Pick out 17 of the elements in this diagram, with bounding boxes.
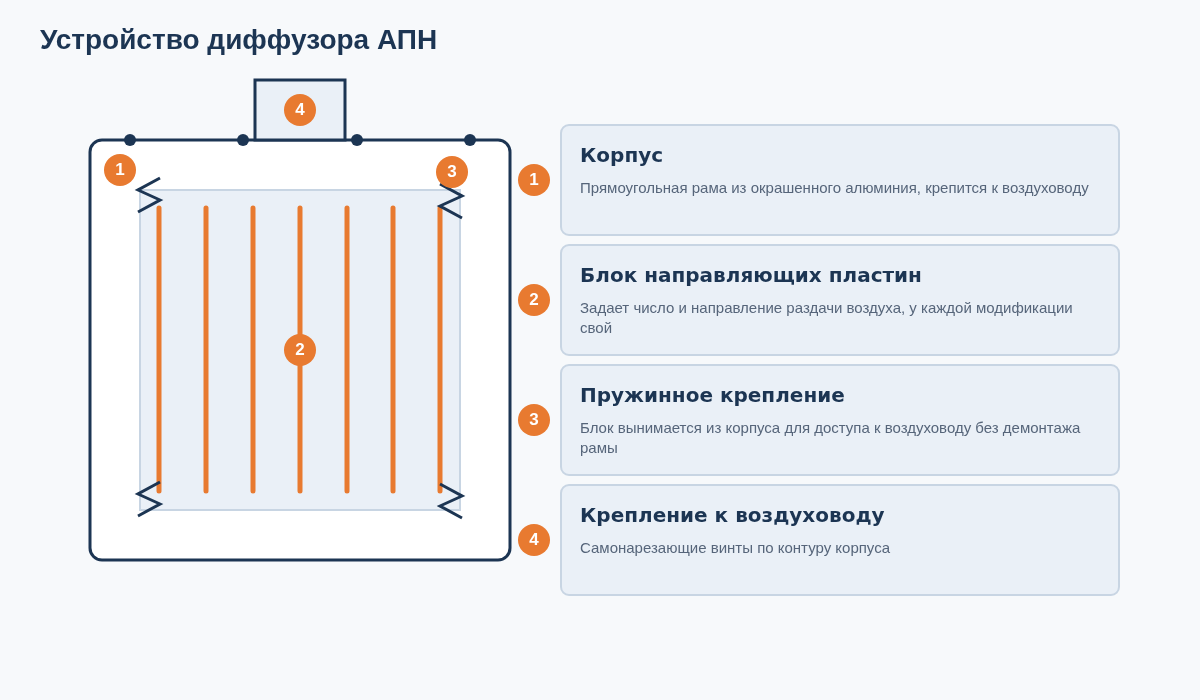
diagram-title: Устройство диффузора АПН	[40, 24, 438, 56]
description-card	[560, 364, 1120, 476]
card-heading: Пружинное крепление	[580, 382, 846, 408]
callout-number: 2	[518, 284, 550, 316]
card-heading: Корпус	[580, 142, 665, 168]
description-card	[560, 244, 1120, 356]
card-description: Блок вынимается из корпуса для доступа к воздуховоду без демонтажа рамы	[580, 418, 1082, 458]
card-heading: Крепление к воздуховоду	[580, 502, 886, 528]
callout-number: 4	[518, 524, 550, 556]
description-card	[560, 484, 1120, 596]
card-description: Самонарезающие винты по контуру корпуса	[580, 538, 892, 558]
callout-number: 1	[518, 164, 550, 196]
card-heading: Блок направляющих пластин	[580, 262, 923, 288]
card-description: Прямоугольная рама из окрашенного алюминия, крепится к воздуховоду	[580, 178, 1090, 198]
description-card	[560, 124, 1120, 236]
card-description: Задает число и направление раздачи воздуха, у каждой модификации свой	[580, 298, 1074, 338]
callout-number: 3	[518, 404, 550, 436]
